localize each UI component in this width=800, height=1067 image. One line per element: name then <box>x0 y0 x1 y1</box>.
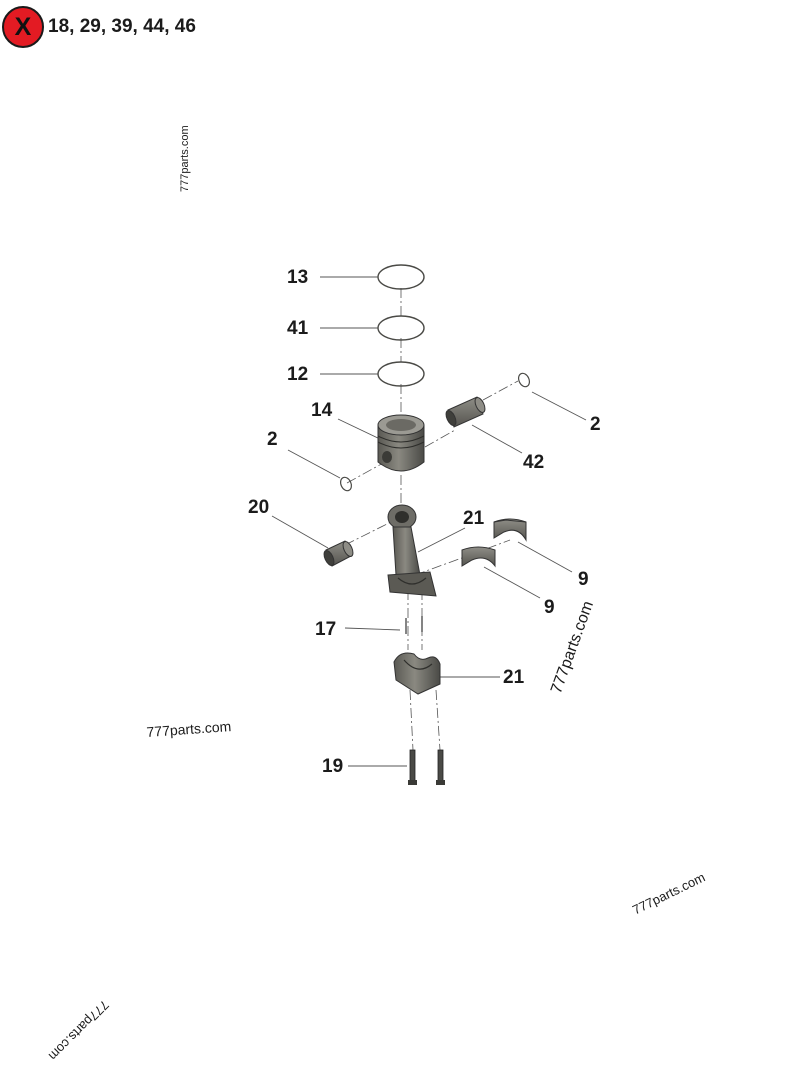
watermark-top: 777parts.com <box>179 125 191 192</box>
callout-9-upper: 9 <box>578 569 589 590</box>
callout-41: 41 <box>287 318 309 339</box>
callout-17: 17 <box>315 619 337 640</box>
excluded-items-list: 18, 29, 39, 44, 46 <box>48 16 196 37</box>
piston <box>377 414 425 472</box>
circlip-right <box>517 372 531 388</box>
callout-13: 13 <box>287 267 309 288</box>
rod-cap-bolts <box>408 749 445 785</box>
rod-pins <box>405 616 423 634</box>
small-end-bushing <box>323 540 354 567</box>
leader-lines <box>271 276 587 767</box>
callout-42: 42 <box>523 452 545 473</box>
bearing-shell-lower <box>461 546 496 568</box>
callout-20: 20 <box>248 497 270 518</box>
callout-21-lower: 21 <box>503 667 525 688</box>
connecting-rod <box>387 504 437 597</box>
callout-21-upper: 21 <box>463 508 485 529</box>
piston-pin <box>445 396 486 428</box>
callout-2-right: 2 <box>590 414 601 435</box>
piston-ring-12 <box>377 361 425 387</box>
excluded-badge-icon: X <box>2 6 44 48</box>
bearing-shell-upper <box>493 518 527 542</box>
callout-19: 19 <box>322 756 344 777</box>
piston-ring-41 <box>377 315 425 341</box>
assembly-axis-lines <box>344 288 519 751</box>
circlip-left <box>339 476 353 492</box>
piston-ring-13 <box>377 264 425 290</box>
callout-2-left: 2 <box>267 429 278 450</box>
callout-14: 14 <box>311 400 333 421</box>
connecting-rod-cap <box>393 652 441 695</box>
callout-9-lower: 9 <box>544 597 555 618</box>
callout-12: 12 <box>287 364 309 385</box>
excluded-items-header: X 18, 29, 39, 44, 46 <box>2 4 196 50</box>
